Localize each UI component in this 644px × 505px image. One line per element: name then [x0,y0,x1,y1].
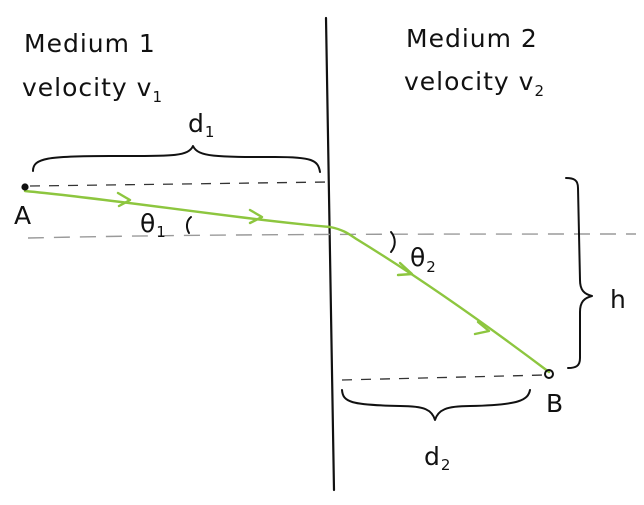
interface-line [324,16,336,492]
ray-arrow-4 [473,320,491,336]
medium1-title: Medium 1 [24,29,156,58]
theta2-label: θ2 [410,243,437,276]
d2-label: d2 [424,442,451,474]
medium2-title: Medium 2 [406,24,538,53]
d2-label-text: d [424,442,441,471]
h-bracket [565,177,593,369]
medium2-velocity: velocity v2 [404,67,545,100]
ray-arrow-1 [116,191,132,208]
medium1-velocity: velocity v1 [22,73,163,106]
d1-guide-dashed [29,181,331,187]
normal-dashed-line [27,233,637,239]
medium1-velocity-subscript: 1 [152,88,163,106]
theta1-arc [185,216,192,234]
medium2-velocity-text: velocity v [404,67,534,96]
theta1-label-subscript: 1 [156,223,167,241]
h-label: h [610,285,627,314]
point-b-dot [544,369,554,379]
d2-brace [341,389,531,421]
ray-arrow-2 [248,208,264,225]
d1-label-text: d [188,109,205,138]
medium1-velocity-text: velocity v [22,73,152,102]
ray-arrow-3 [396,261,414,277]
theta2-label-text: θ [410,243,426,272]
theta1-label-text: θ [140,209,156,238]
theta2-arc [390,231,396,253]
point-b-label: B [546,389,564,418]
light-ray [23,189,551,374]
d1-brace [32,145,321,173]
point-a-label: A [14,201,32,230]
theta2-label-subscript: 2 [426,258,437,276]
d2-guide-dashed [341,374,546,381]
medium2-velocity-subscript: 2 [534,82,545,100]
point-a-dot [21,183,29,191]
d1-label-subscript: 1 [205,123,216,141]
d2-label-subscript: 2 [441,456,452,474]
d1-label: d1 [188,109,215,141]
theta1-label: θ1 [140,209,167,241]
